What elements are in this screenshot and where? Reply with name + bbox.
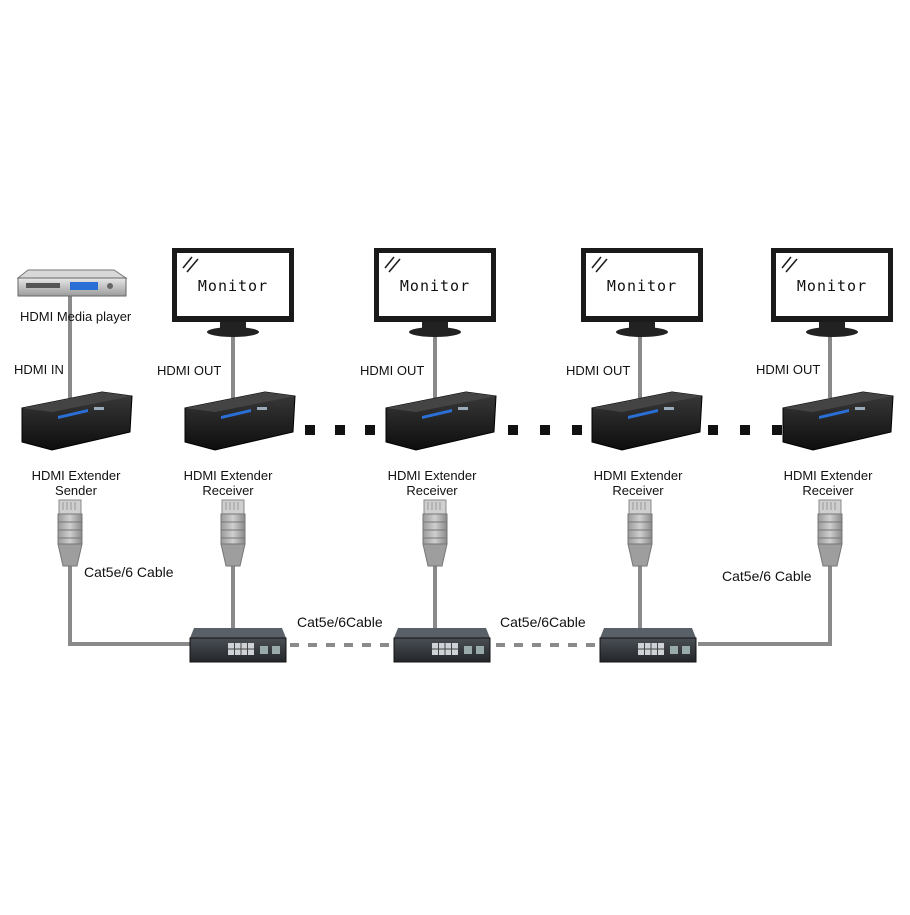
cables [68,295,832,646]
receiver-label-line2: Receiver [202,483,254,498]
extender-receiver-2 [385,391,497,451]
hdmi-out-label-4: HDMI OUT [756,362,821,377]
rj45-plug-icon [57,499,83,567]
monitor-screen-text: Monitor [607,277,677,295]
dot [540,425,550,435]
receiver-label-line1: HDMI Extender [593,468,683,483]
receiver-label-line1: HDMI Extender [783,468,873,483]
sender-label: HDMI Extender Sender [32,468,121,498]
receiver-label-line1: HDMI Extender [183,468,273,483]
hdmi-out-label-3: HDMI OUT [566,363,631,378]
sender-label-line2: Sender [55,483,97,498]
rj45-plug-icon [422,499,448,567]
cable-label-link-1: Cat5e/6Cable [297,614,383,630]
rj45-plug-icon [627,499,653,567]
monitor-screen-text: Monitor [400,277,470,295]
dot [335,425,345,435]
dot [508,425,518,435]
extender-sender [21,391,133,451]
hdmi-in-label: HDMI IN [14,362,64,377]
dot [740,425,750,435]
cat-cable-receiver-4 [698,566,832,646]
dot [772,425,782,435]
monitor-2: Monitor [374,248,496,337]
extender-receiver-4 [782,391,894,451]
monitor-3: Monitor [581,248,703,337]
monitor-screen-text: Monitor [198,277,268,295]
monitor-screen-text: Monitor [797,277,867,295]
network-switch-3 [599,627,697,663]
dot [572,425,582,435]
media-player-label: HDMI Media player [20,309,132,324]
sender-label-line1: HDMI Extender [31,468,121,483]
cable-label-link-2: Cat5e/6Cable [500,614,586,630]
extender-receiver-1 [184,391,296,451]
hdmi-out-label-1: HDMI OUT [157,363,222,378]
receiver-label-line2: Receiver [406,483,458,498]
receiver-label-4: HDMI Extender Receiver [784,468,873,498]
cat-cable-sender [68,566,192,646]
cable-label-sender: Cat5e/6 Cable [84,564,174,580]
rj45-plug-icon [220,499,246,567]
receiver-label-1: HDMI Extender Receiver [184,468,273,498]
receiver-label-line1: HDMI Extender [387,468,477,483]
rj45-plug-icon [817,499,843,567]
monitor-1: Monitor [172,248,294,337]
receiver-label-line2: Receiver [802,483,854,498]
dot [305,425,315,435]
receiver-label-3: HDMI Extender Receiver [594,468,683,498]
dot [708,425,718,435]
dot [365,425,375,435]
cable-label-receiver: Cat5e/6 Cable [722,568,812,584]
receiver-label-2: HDMI Extender Receiver [388,468,477,498]
network-switch-2 [393,627,491,663]
extender-receiver-3 [591,391,703,451]
hdmi-out-label-2: HDMI OUT [360,363,425,378]
media-player [16,269,128,297]
receiver-label-line2: Receiver [612,483,664,498]
network-switch-1 [189,627,287,663]
monitor-4: Monitor [771,248,893,337]
